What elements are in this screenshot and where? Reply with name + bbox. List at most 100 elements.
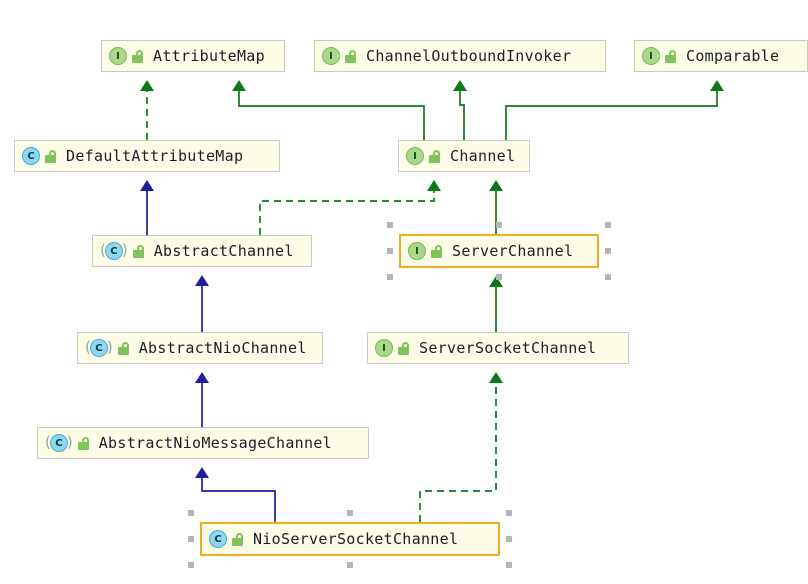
class-node-label: AbstractNioMessageChannel: [98, 434, 332, 452]
selection-handle[interactable]: [387, 274, 393, 280]
class-node-label: DefaultAttributeMap: [66, 147, 244, 165]
class-node-AbstractChannel[interactable]: (C) AbstractChannel: [92, 235, 312, 267]
abstract-marker-right: ): [106, 338, 113, 356]
class-node-NioServerSocketChannel[interactable]: C NioServerSocketChannel: [200, 522, 500, 556]
class-badge-icon: (C): [100, 242, 128, 260]
class-node-ServerChannel[interactable]: I ServerChannel: [399, 234, 599, 268]
class-node-label: Comparable: [686, 47, 780, 65]
selection-handle[interactable]: [605, 248, 611, 254]
class-node-label: ServerSocketChannel: [419, 339, 597, 357]
class-node-Comparable[interactable]: I Comparable: [634, 40, 808, 72]
abstract-marker-right: ): [121, 241, 128, 259]
edge-extends[interactable]: [140, 180, 154, 235]
interface-badge-icon: I: [109, 47, 127, 65]
abstract-marker-right: ): [66, 433, 73, 451]
class-node-ServerSocketChannel[interactable]: I ServerSocketChannel: [367, 332, 629, 364]
lock-public-icon: [398, 341, 410, 355]
class-node-AbstractNioMessageChannel[interactable]: (C) AbstractNioMessageChannel: [37, 427, 369, 459]
class-badge-icon: C: [22, 147, 40, 165]
selection-handle[interactable]: [387, 248, 393, 254]
edge-line: [259, 191, 435, 235]
selection-handle[interactable]: [347, 510, 353, 516]
arrowhead-icon: [232, 80, 246, 91]
edge-extends[interactable]: [489, 276, 503, 332]
class-node-DefaultAttributeMap[interactable]: C DefaultAttributeMap: [14, 140, 280, 172]
lock-public-icon: [45, 149, 57, 163]
selection-handle[interactable]: [506, 510, 512, 516]
interface-badge-icon: I: [375, 339, 393, 357]
edge-extends[interactable]: [195, 467, 276, 522]
type-marker-i: I: [408, 242, 426, 260]
arrowhead-icon: [195, 275, 209, 286]
type-marker-c: C: [49, 434, 68, 452]
class-node-ChannelOutboundInvoker[interactable]: I ChannelOutboundInvoker: [314, 40, 606, 72]
class-node-label: ChannelOutboundInvoker: [366, 47, 572, 65]
class-badge-icon: C: [209, 530, 227, 548]
lock-public-icon: [665, 49, 677, 63]
lock-public-icon: [232, 532, 244, 546]
edge-extends[interactable]: [232, 80, 425, 140]
lock-public-icon: [132, 49, 144, 63]
type-marker-c: C: [104, 242, 123, 260]
arrowhead-icon: [489, 372, 503, 383]
selection-handle[interactable]: [387, 222, 393, 228]
arrowhead-icon: [489, 180, 503, 191]
selection-handle[interactable]: [506, 536, 512, 542]
edge-implements[interactable]: [140, 80, 154, 140]
type-marker-c: C: [89, 339, 108, 357]
selection-handle[interactable]: [496, 274, 502, 280]
selection-handle[interactable]: [605, 274, 611, 280]
arrowhead-icon: [710, 80, 724, 91]
interface-badge-icon: I: [322, 47, 340, 65]
class-node-AbstractNioChannel[interactable]: (C) AbstractNioChannel: [77, 332, 323, 364]
selection-handle[interactable]: [188, 510, 194, 516]
edge-extends[interactable]: [195, 275, 209, 332]
lock-public-icon: [77, 436, 90, 450]
class-node-label: ServerChannel: [452, 242, 574, 260]
selection-handle[interactable]: [188, 562, 194, 568]
edge-extends[interactable]: [195, 372, 209, 427]
selection-handle[interactable]: [496, 222, 502, 228]
arrowhead-icon: [195, 372, 209, 383]
edge-implements[interactable]: [419, 372, 503, 522]
selection-handle[interactable]: [506, 562, 512, 568]
edge-line: [238, 91, 425, 140]
interface-badge-icon: I: [642, 47, 660, 65]
class-node-label: AttributeMap: [153, 47, 265, 65]
edge-extends[interactable]: [505, 80, 724, 140]
type-marker-c: C: [209, 530, 227, 548]
type-marker-i: I: [375, 339, 393, 357]
lock-public-icon: [429, 149, 441, 163]
edge-implements[interactable]: [259, 180, 441, 235]
arrowhead-icon: [453, 80, 467, 91]
type-marker-i: I: [322, 47, 340, 65]
class-badge-icon: (C): [85, 339, 113, 357]
arrowhead-icon: [195, 467, 209, 478]
interface-badge-icon: I: [406, 147, 424, 165]
selection-handle[interactable]: [347, 562, 353, 568]
abstract-marker-left: (: [85, 338, 91, 356]
type-marker-i: I: [642, 47, 660, 65]
edge-line: [505, 91, 718, 140]
interface-badge-icon: I: [408, 242, 426, 260]
class-node-label: AbstractNioChannel: [138, 339, 307, 357]
class-node-label: NioServerSocketChannel: [253, 530, 459, 548]
type-marker-i: I: [406, 147, 424, 165]
abstract-marker-left: (: [100, 241, 106, 259]
lock-public-icon: [117, 341, 130, 355]
lock-public-icon: [132, 244, 145, 258]
type-marker-c: C: [22, 147, 40, 165]
class-badge-icon: (C): [45, 434, 73, 452]
class-node-label: AbstractChannel: [153, 242, 294, 260]
selection-handle[interactable]: [605, 222, 611, 228]
selection-handle[interactable]: [188, 536, 194, 542]
edge-line: [201, 478, 276, 522]
type-marker-i: I: [109, 47, 127, 65]
class-node-AttributeMap[interactable]: I AttributeMap: [101, 40, 285, 72]
edge-extends[interactable]: [453, 80, 467, 140]
arrowhead-icon: [140, 180, 154, 191]
edge-line: [459, 91, 465, 140]
